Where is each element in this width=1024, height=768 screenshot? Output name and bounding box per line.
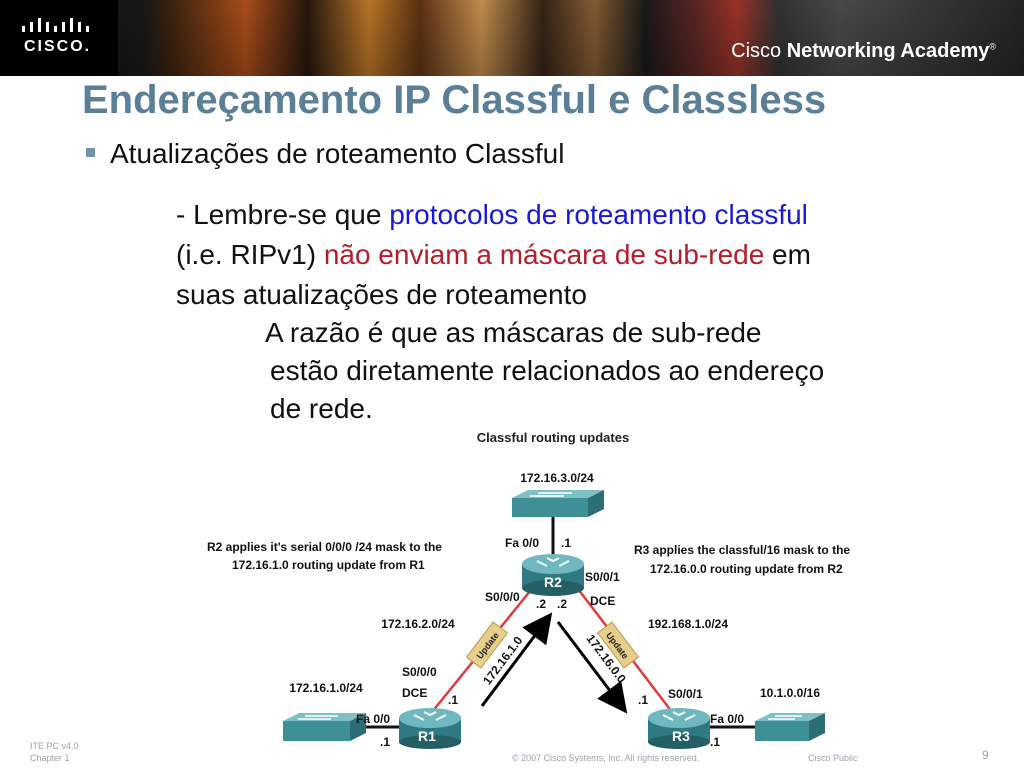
header-banner: CISCO. Cisco Networking Academy®	[0, 0, 1024, 76]
router-r1-icon	[399, 708, 461, 749]
switch-left-icon	[283, 713, 366, 741]
highlight-classful-protocols: protocolos de roteamento classful	[389, 199, 808, 230]
text-segment: em	[764, 239, 811, 270]
r2-s000-interface: S0/0/0	[485, 590, 520, 604]
paragraph-line-5: estão diretamente relacionados ao endere…	[270, 355, 825, 386]
footer-copyright: © 2007 Cisco Systems, Inc. All rights re…	[512, 753, 700, 763]
footer-classification: Cisco Public	[808, 753, 858, 763]
highlight-no-mask: não enviam a máscara de sub-rede	[323, 239, 765, 270]
note-right-line-2: 172.16.0.0 routing update from R2	[650, 562, 843, 576]
update-arrow-right	[556, 621, 628, 714]
banner-photo-strip	[0, 0, 1024, 76]
router-r2-label: R2	[544, 574, 562, 590]
footer-chapter: Chapter 1	[30, 753, 70, 763]
router-r2-icon	[522, 554, 584, 596]
r2-s001-interface: S0/0/1	[585, 570, 620, 584]
r1-fa-interface: Fa 0/0	[356, 712, 390, 726]
academy-brand-cisco: Cisco	[731, 40, 782, 62]
note-left-line-1: R2 applies it's serial 0/0/0 /24 mask to…	[207, 540, 442, 554]
network-right-label: 10.1.0.0/16	[760, 686, 820, 700]
switch-right-icon	[755, 713, 825, 741]
router-r1-label: R1	[418, 728, 436, 744]
cisco-bars-icon	[22, 18, 89, 32]
registered-mark: ®	[989, 41, 996, 52]
link-r2-r3-network-label: 192.168.1.0/24	[648, 617, 728, 631]
text-segment: (i.e. RIPv1)	[176, 239, 324, 270]
paragraph-line-1: - Lembre-se que protocolos de roteamento…	[176, 199, 808, 231]
router-r3-icon	[648, 708, 710, 749]
r2-fa-ip: .1	[561, 536, 571, 550]
network-left-label: 172.16.1.0/24	[289, 681, 363, 695]
r3-s001-interface: S0/0/1	[668, 687, 703, 701]
note-right-line-1: R3 applies the classful/16 mask to the	[634, 543, 850, 557]
cisco-logo: CISCO.	[0, 0, 118, 76]
text-segment: - Lembre-se que	[176, 199, 390, 230]
footer-course: ITE PC v4.0	[30, 741, 79, 751]
r2-fa-interface: Fa 0/0	[505, 536, 539, 550]
r3-fa-interface: Fa 0/0	[710, 712, 744, 726]
note-left-line-2: 172.16.1.0 routing update from R1	[232, 558, 425, 572]
network-top-label: 172.16.3.0/24	[520, 471, 594, 485]
paragraph-line-6: de rede.	[270, 393, 373, 424]
r2-dce-label: DCE	[590, 594, 615, 608]
link-r1-r2-network-label: 172.16.2.0/24	[381, 617, 455, 631]
r2-serial-ip-right: .2	[557, 597, 567, 611]
r1-s000-interface: S0/0/0	[402, 665, 437, 679]
bullet-text: Atualizações de roteamento Classful	[110, 138, 565, 169]
r1-dce-label: DCE	[402, 686, 427, 700]
router-r3-label: R3	[672, 728, 690, 744]
switch-top-icon	[512, 490, 604, 517]
bullet-square-icon	[86, 148, 95, 157]
academy-brand-name: Networking Academy	[786, 40, 990, 62]
r1-fa-ip: .1	[380, 735, 390, 749]
paragraph-line-2: (i.e. RIPv1) não enviam a máscara de sub…	[176, 239, 811, 271]
slide-title: Endereçamento IP Classful e Classless	[82, 78, 827, 122]
r3-fa-ip: .1	[710, 735, 720, 749]
r3-serial-ip: .1	[638, 693, 648, 707]
update-envelope-left-icon: Update	[465, 621, 509, 669]
page-number: 9	[982, 748, 989, 762]
r2-serial-ip-left: .2	[536, 597, 546, 611]
paragraph-line-4: A razão é que as máscaras de sub-rede	[265, 317, 762, 348]
update-arrow-left	[480, 612, 553, 707]
academy-brand: Cisco Networking Academy®	[731, 40, 996, 63]
paragraph-line-3: suas atualizações de roteamento	[176, 279, 587, 310]
r1-serial-ip: .1	[448, 693, 458, 707]
diagram-title: Classful routing updates	[477, 430, 629, 445]
cisco-logo-text: CISCO.	[24, 38, 92, 55]
